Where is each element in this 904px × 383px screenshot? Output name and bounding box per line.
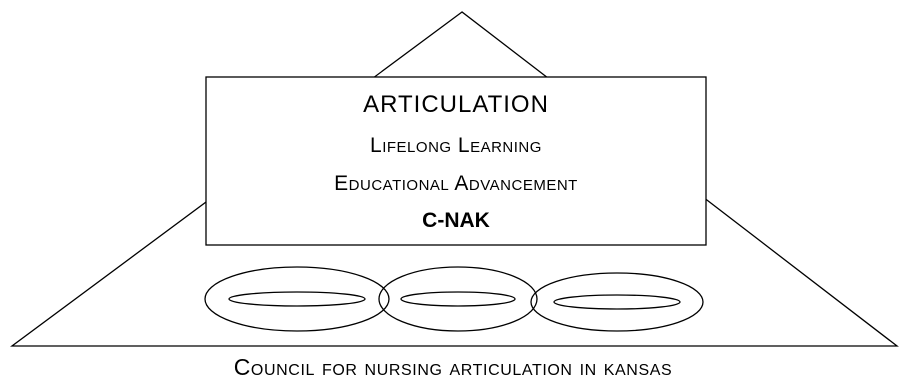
concept-box bbox=[205, 76, 707, 246]
chain-link-1-outer bbox=[204, 266, 390, 332]
chain-link-1-inner bbox=[228, 291, 366, 307]
chain-link-3-inner bbox=[553, 294, 681, 310]
box-line-cnak: C-NAK bbox=[422, 209, 490, 232]
chain-link-3-outer bbox=[530, 272, 704, 332]
chain-link-3 bbox=[530, 272, 704, 332]
chain-link-2-inner bbox=[400, 291, 516, 307]
box-line-lifelong-learning: Lifelong Learning bbox=[370, 134, 542, 157]
chain-link-1 bbox=[204, 266, 390, 332]
chain-links bbox=[204, 266, 704, 332]
chain-link-2 bbox=[378, 266, 538, 332]
chain-link-2-outer bbox=[378, 266, 538, 332]
box-line-educational-advancement: Educational Advancement bbox=[334, 172, 578, 195]
diagram-caption: Council for nursing articulation in kans… bbox=[234, 354, 673, 380]
box-line-articulation: ARTICULATION bbox=[363, 91, 549, 118]
